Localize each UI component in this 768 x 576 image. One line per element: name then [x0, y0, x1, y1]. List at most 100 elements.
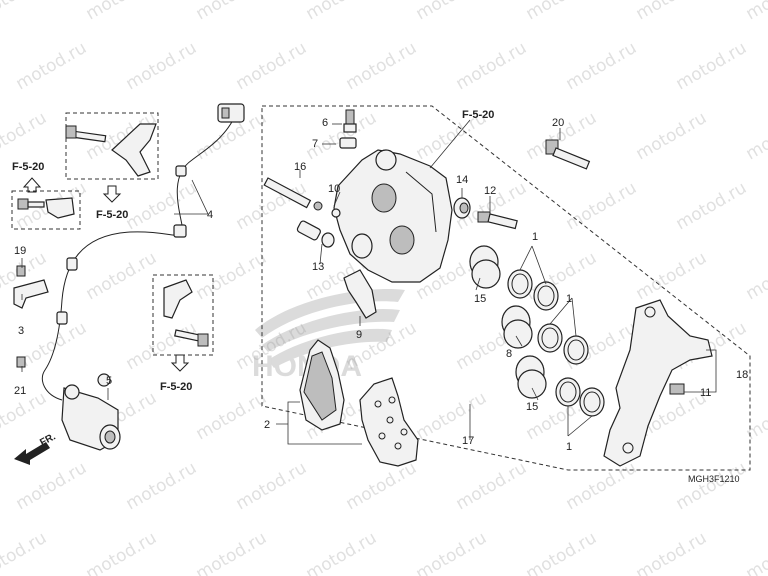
watermark-text: motod.ru — [83, 0, 161, 24]
callout-16: 16 — [294, 161, 306, 173]
caliper-bracket-18 — [603, 299, 713, 467]
callout-7: 7 — [312, 138, 318, 150]
watermark-text: motod.ru — [13, 458, 91, 514]
brake-caliper-body — [333, 149, 453, 283]
callout-13: 13 — [312, 261, 324, 273]
watermark-text: motod.ru — [673, 178, 751, 234]
sensor-bracket-lower — [163, 279, 209, 347]
wheel-speed-sensor — [61, 373, 121, 451]
washer-10 — [331, 208, 341, 218]
down-arrow-icon — [170, 354, 190, 372]
callout-19: 19 — [14, 245, 26, 257]
piston-15-upper — [469, 245, 501, 289]
callout-1: 1 — [566, 293, 572, 305]
reference-code[interactable]: F-5-20 — [12, 161, 44, 173]
watermark-text: motod.ru — [123, 38, 201, 94]
bolt-19 — [16, 265, 26, 277]
down-arrow-icon — [102, 185, 122, 203]
watermark-text: motod.ru — [233, 38, 311, 94]
piston-seals — [507, 269, 605, 417]
watermark-text: motod.ru — [343, 458, 421, 514]
watermark-text: motod.ru — [523, 528, 601, 576]
watermark-text: motod.ru — [193, 248, 271, 304]
front-arrow-icon — [14, 442, 50, 465]
watermark-text: motod.ru — [633, 108, 711, 164]
bracket-group-left-box — [11, 190, 81, 230]
cable-clip — [66, 257, 78, 271]
callout-15: 15 — [474, 293, 486, 305]
cable-grommet — [173, 224, 187, 238]
pad-spring-9 — [343, 269, 377, 319]
callout-2: 2 — [264, 419, 270, 431]
watermark-text: motod.ru — [413, 528, 491, 576]
diagram-code: MGH3F1210 — [688, 474, 740, 484]
watermark-text: motod.ru — [743, 248, 768, 304]
watermark-text: motod.ru — [83, 528, 161, 576]
bolt-20 — [545, 139, 591, 170]
watermark-text: motod.ru — [193, 528, 271, 576]
watermark-text: motod.ru — [673, 458, 751, 514]
up-arrow-icon — [22, 177, 42, 193]
slide-pin-13 — [296, 220, 335, 248]
front-label: FR. — [38, 431, 58, 448]
watermark-text: motod.ru — [633, 0, 711, 24]
callout-18: 18 — [736, 369, 748, 381]
callout-3: 3 — [18, 325, 24, 337]
callout-11: 11 — [700, 387, 711, 399]
watermark-text: motod.ru — [123, 318, 201, 374]
callout-12: 12 — [484, 185, 496, 197]
watermark-text: motod.ru — [83, 248, 161, 304]
watermark-text: motod.ru — [743, 108, 768, 164]
watermark-text: motod.ru — [563, 178, 641, 234]
piston-8 — [501, 305, 533, 349]
watermark-text: motod.ru — [453, 458, 531, 514]
cable-clip — [56, 311, 68, 325]
watermark-text: motod.ru — [233, 458, 311, 514]
watermark-text: motod.ru — [303, 528, 381, 576]
callout-5: 5 — [106, 375, 112, 387]
watermark-text: motod.ru — [303, 0, 381, 24]
reference-code[interactable]: F-5-20 — [160, 381, 192, 393]
sensor-bracket-top — [65, 123, 157, 177]
watermark-text: motod.ru — [123, 178, 201, 234]
callout-9: 9 — [356, 329, 362, 341]
watermark-text: motod.ru — [0, 0, 50, 24]
watermark-text: motod.ru — [343, 38, 421, 94]
bolt-12 — [477, 211, 518, 230]
watermark-text: motod.ru — [523, 0, 601, 24]
watermark-text: motod.ru — [413, 388, 491, 444]
cable-grommet — [175, 165, 187, 177]
connector-latch — [221, 107, 230, 119]
callout-20: 20 — [552, 117, 564, 129]
watermark-text: motod.ru — [563, 38, 641, 94]
leader-lines — [21, 119, 717, 445]
reference-code[interactable]: F-5-20 — [96, 209, 128, 221]
sensor-cable — [41, 119, 234, 401]
callout-8: 8 — [506, 348, 512, 360]
watermark-text: motod.ru — [563, 458, 641, 514]
watermark-text: motod.ru — [13, 38, 91, 94]
front-direction-indicator: FR. — [14, 431, 58, 465]
watermark-text: motod.ru — [633, 528, 711, 576]
watermark-text: motod.ru — [413, 0, 491, 24]
bleeder-valve — [339, 109, 357, 149]
bracket-group-top-box — [65, 112, 159, 180]
callout-6: 6 — [322, 117, 328, 129]
callout-17: 17 — [462, 435, 474, 447]
watermark-text: motod.ru — [743, 528, 768, 576]
watermark-text: motod.ru — [743, 0, 768, 24]
watermark-text: motod.ru — [673, 38, 751, 94]
watermark-text: motod.ru — [453, 38, 531, 94]
brake-pad-set — [299, 339, 419, 467]
watermark-text: motod.ru — [193, 0, 271, 24]
callout-21: 21 — [14, 385, 26, 397]
watermark-text: motod.ru — [743, 388, 768, 444]
watermark-text: motod.ru — [0, 528, 50, 576]
watermark-text: motod.ru — [633, 248, 711, 304]
caliper-assembly-outline — [261, 105, 751, 471]
callout-14: 14 — [456, 174, 468, 186]
callout-4: 4 — [207, 209, 213, 221]
reference-code[interactable]: F-5-20 — [462, 109, 494, 121]
